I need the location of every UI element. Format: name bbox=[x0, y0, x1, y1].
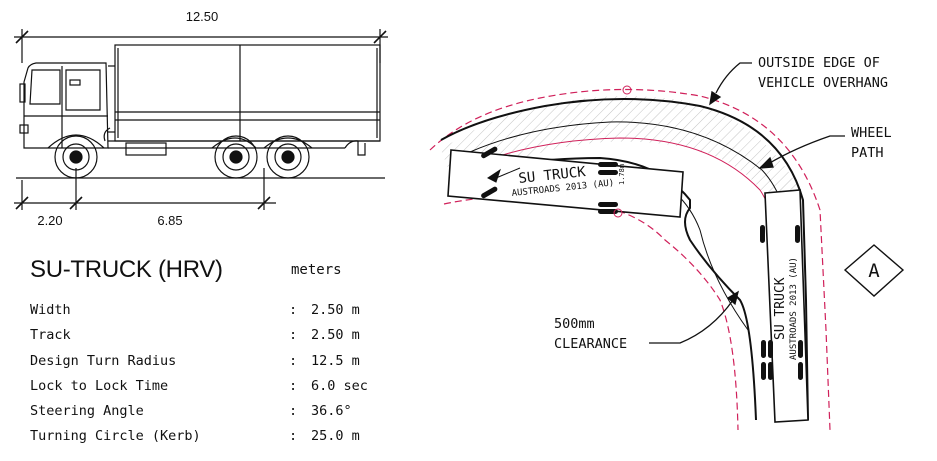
section-marker: A bbox=[843, 244, 905, 297]
overhang-callout-line1: OUTSIDE EDGE OF bbox=[758, 55, 880, 71]
spec-value: 2.50 m bbox=[311, 327, 360, 344]
wheelbase-label: 6.85 bbox=[157, 213, 182, 228]
cab bbox=[19, 62, 115, 149]
vehicle-label-1: SU TRUCK bbox=[518, 164, 587, 187]
spec-row-width: Width : 2.50 m bbox=[30, 302, 400, 327]
small-dimension-label: 1.78m bbox=[618, 164, 626, 185]
truck-elevation: 12.50 bbox=[14, 9, 388, 228]
overall-length-dimension bbox=[14, 29, 388, 63]
clearance-marker-top bbox=[622, 85, 632, 95]
vehicle-label-2: SU TRUCK bbox=[773, 277, 788, 340]
spec-row-track: Track : 2.50 m bbox=[30, 327, 400, 352]
spec-colon: : bbox=[289, 327, 298, 344]
clearance-leader bbox=[649, 290, 740, 344]
spec-colon: : bbox=[289, 302, 298, 318]
units-label: meters bbox=[291, 262, 342, 278]
spec-table: Width : 2.50 m Track : 2.50 m Design Tur… bbox=[30, 302, 400, 454]
spec-label: Steering Angle bbox=[30, 403, 144, 420]
overall-length-label: 12.50 bbox=[186, 9, 219, 24]
outer-clearance-line bbox=[429, 88, 831, 431]
inner-clearance-line bbox=[443, 195, 739, 431]
clearance-callout-line2: CLEARANCE bbox=[554, 336, 627, 352]
spec-value: 2.50 m bbox=[311, 302, 360, 318]
wheel-path-leader bbox=[758, 135, 845, 169]
spec-label: Width bbox=[30, 302, 71, 318]
vehicle-sublabel-2: AUSTROADS 2013 (AU) bbox=[789, 257, 799, 360]
spec-row-lock-time: Lock to Lock Time : 6.0 sec bbox=[30, 378, 400, 403]
vehicle-title: SU-TRUCK (HRV) bbox=[30, 256, 223, 283]
spec-label: Turning Circle (Kerb) bbox=[30, 428, 201, 445]
spec-value: 12.5 m bbox=[311, 352, 360, 369]
spec-value: 36.6° bbox=[311, 403, 352, 420]
overhang-callout-line2: VEHICLE OVERHANG bbox=[758, 75, 888, 91]
section-marker-letter: A bbox=[868, 260, 880, 282]
spec-label: Lock to Lock Time bbox=[30, 377, 169, 394]
spec-label: Track bbox=[30, 327, 71, 344]
clearance-callout-line1: 500mm bbox=[554, 316, 595, 332]
swept-area bbox=[441, 96, 800, 194]
front-overhang-label: 2.20 bbox=[37, 213, 62, 228]
spec-colon: : bbox=[289, 428, 298, 445]
rear-wheel-1 bbox=[214, 135, 258, 179]
spec-value: 25.0 m bbox=[311, 428, 360, 445]
spec-colon: : bbox=[289, 352, 298, 369]
chassis bbox=[47, 127, 380, 156]
spec-value: 6.0 sec bbox=[311, 377, 368, 394]
spec-colon: : bbox=[289, 377, 298, 394]
vehicle-outline-2 bbox=[760, 189, 809, 423]
swept-path-plan: SU TRUCK AUSTROADS 2013 (AU) 1.78m SU TR… bbox=[429, 55, 905, 431]
lower-dimension bbox=[14, 168, 276, 210]
spec-colon: : bbox=[289, 403, 298, 420]
spec-label: Design Turn Radius bbox=[30, 352, 177, 369]
inner-edge bbox=[451, 156, 757, 421]
spec-row-turning-circle: Turning Circle (Kerb) : 25.0 m bbox=[30, 428, 400, 453]
clearance-marker-inner bbox=[613, 208, 623, 218]
spec-row-steering-angle: Steering Angle : 36.6° bbox=[30, 403, 400, 428]
outer-overhang-edge bbox=[440, 98, 809, 421]
cargo-box bbox=[114, 44, 381, 142]
wheel-path-callout-line2: PATH bbox=[851, 145, 884, 161]
vehicle-outline-1 bbox=[447, 146, 684, 218]
wheel-path-callout-line1: WHEEL bbox=[851, 125, 892, 141]
spec-row-turn-radius: Design Turn Radius : 12.5 m bbox=[30, 353, 400, 378]
overhang-leader bbox=[709, 62, 752, 106]
rear-wheel-2 bbox=[266, 135, 310, 179]
